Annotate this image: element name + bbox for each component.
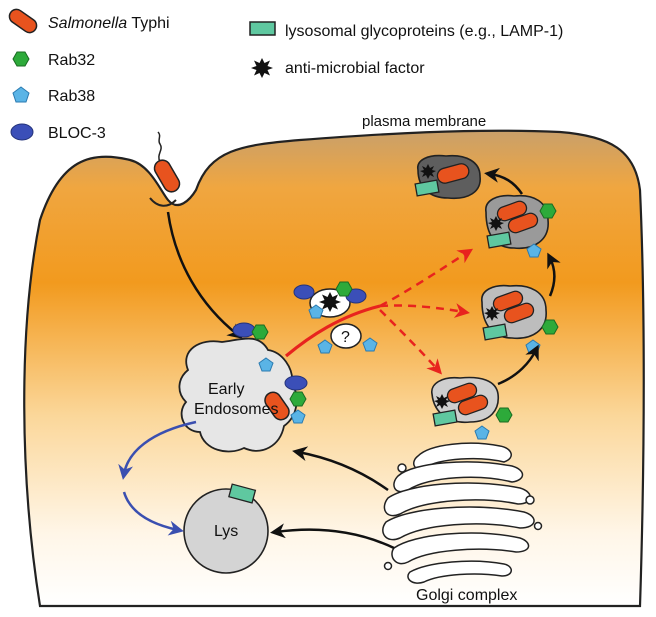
scv-middle: [481, 284, 559, 354]
question-vesicle: ?: [317, 323, 378, 354]
cargo-vesicle: [293, 281, 367, 319]
plasma-membrane-label: plasma membrane: [362, 113, 486, 130]
golgi-complex-label: Golgi complex: [416, 587, 517, 604]
salmonella-icon: [8, 8, 38, 34]
legend-rab38: Rab38: [48, 88, 95, 105]
early-endosomes-label-line1: Early: [208, 381, 244, 398]
cell-body: [23, 129, 645, 608]
red-dashed-arrow-bottom: [379, 309, 443, 375]
legend-lysosomal: lysosomal glycoproteins (e.g., LAMP-1): [285, 23, 563, 40]
rab38-pentagon-icon: [12, 86, 30, 103]
arrow-scv-upper-to-top: [484, 167, 524, 195]
bloc3-oval-icon: [10, 123, 34, 141]
lysosome: [183, 483, 269, 574]
arrow-scv-middle-to-upper: [547, 252, 561, 297]
red-dashed-arrow-middle: [379, 303, 470, 318]
legend-bloc3: BLOC-3: [48, 125, 106, 142]
arrow-scv-bottom-to-middle: [497, 344, 539, 386]
rab32-hexagon-icon: [12, 51, 30, 67]
scv-upper: [485, 194, 557, 258]
scv-top: [414, 154, 481, 200]
antimicrobial-star-icon: [251, 58, 273, 78]
legend-antimicrobial: anti-microbial factor: [285, 60, 425, 77]
lamp-rectangle-icon: [249, 21, 276, 36]
blue-arrow-1: [118, 420, 197, 480]
arrow-golgi-to-lys: [270, 523, 395, 550]
early-endosome: [178, 322, 308, 453]
early-endosomes-label-line2: Endosomes: [194, 401, 279, 418]
question-mark: ?: [341, 329, 350, 346]
arrow-entry-to-endosome: [166, 211, 243, 339]
salmonella-entering: [153, 131, 181, 193]
golgi-complex: [382, 442, 543, 584]
scv-bottom: [431, 376, 513, 440]
legend: Salmonella Typhi Rab32 Rab38 BLOC-3 lyso…: [8, 8, 563, 142]
lys-label: Lys: [214, 523, 238, 540]
arrow-golgi-to-endosome: [292, 446, 389, 492]
blue-arrow-2: [122, 491, 184, 536]
legend-rab32: Rab32: [48, 52, 95, 69]
legend-salmonella: Salmonella Typhi: [48, 15, 170, 32]
red-path-main: [284, 304, 381, 358]
